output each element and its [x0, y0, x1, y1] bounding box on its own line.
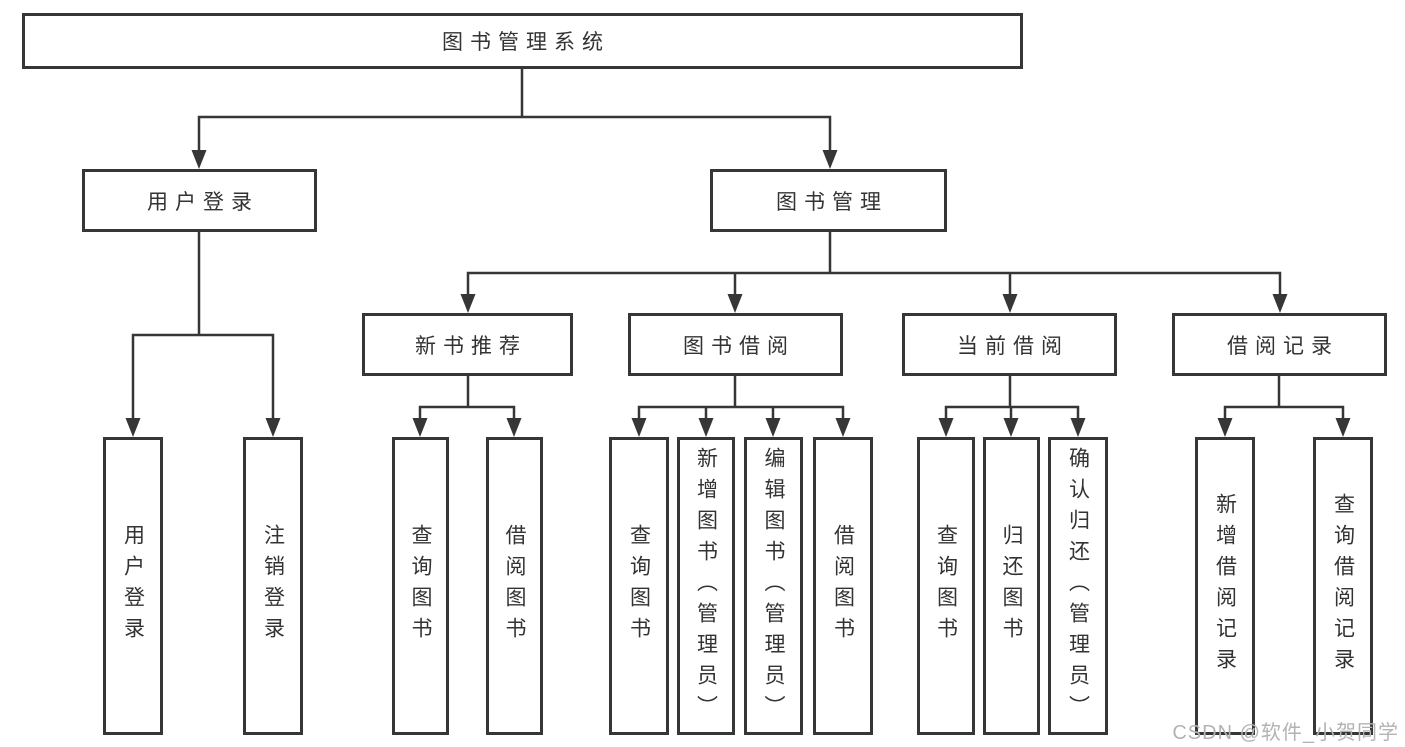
arrowhead-icon: [765, 418, 781, 437]
arrowhead-icon: [191, 150, 207, 169]
arrowhead-icon: [1003, 418, 1019, 437]
node-leaf-query-borrow-record: 查询借阅记录: [1313, 437, 1373, 735]
arrowhead-icon: [125, 418, 141, 437]
node-label: 注销登录: [261, 524, 285, 648]
node-book-management: 图书管理: [710, 169, 947, 232]
node-leaf-return-books: 归还图书: [983, 437, 1040, 735]
arrowhead-icon: [938, 418, 954, 437]
arrowhead-icon: [1272, 294, 1288, 313]
connector-current-borrow: [944, 374, 1080, 422]
node-leaf-query-books-3: 查询图书: [917, 437, 975, 735]
node-label: 查询图书: [627, 524, 651, 648]
connector-new-book-recommend: [418, 374, 516, 422]
node-root-system: 图书管理系统: [22, 13, 1023, 69]
node-label: 图书管理系统: [442, 31, 610, 54]
node-leaf-borrow-books-1: 借阅图书: [486, 437, 543, 735]
node-label: 查询图书: [409, 524, 432, 648]
node-leaf-query-books-1: 查询图书: [392, 437, 449, 735]
csdn-watermark: CSDN @软件_小贺同学: [1172, 722, 1399, 744]
node-label: 当前借阅: [957, 334, 1069, 358]
node-leaf-add-books-admin: 新增图书（管理员）: [677, 437, 735, 735]
node-book-borrow: 图书借阅: [628, 313, 843, 376]
node-label: 图书借阅: [683, 334, 795, 358]
node-label: 新书推荐: [415, 334, 527, 358]
node-label: 归还图书: [1000, 524, 1023, 648]
node-leaf-logout: 注销登录: [243, 437, 303, 735]
node-label: 查询借阅记录: [1331, 493, 1355, 679]
node-leaf-confirm-return-admin: 确认归还（管理员）: [1048, 437, 1108, 735]
node-label: 借阅图书: [503, 524, 526, 648]
arrowhead-icon: [1335, 418, 1351, 437]
arrowhead-icon: [835, 418, 851, 437]
node-leaf-borrow-books-2: 借阅图书: [813, 437, 873, 735]
connector-borrow-records: [1223, 374, 1345, 422]
node-leaf-query-books-2: 查询图书: [609, 437, 669, 735]
arrowhead-icon: [460, 294, 476, 313]
node-label: 图书管理: [776, 190, 888, 214]
arrowhead-icon: [506, 418, 522, 437]
node-label: 借阅图书: [831, 524, 855, 648]
arrowhead-icon: [631, 418, 647, 437]
node-label: 用户登录: [121, 524, 145, 648]
node-label: 查询图书: [934, 524, 958, 648]
node-leaf-add-borrow-record: 新增借阅记录: [1195, 437, 1255, 735]
node-label: 编辑图书（管理员）: [762, 446, 785, 726]
connector-book-borrow: [637, 374, 845, 422]
node-label: 确认归还（管理员）: [1066, 446, 1090, 726]
arrowhead-icon: [265, 418, 281, 437]
connector-root: [197, 67, 832, 154]
arrowhead-icon: [698, 418, 714, 437]
node-label: 借阅记录: [1227, 334, 1339, 358]
node-leaf-user-login: 用户登录: [103, 437, 163, 735]
node-new-book-recommend: 新书推荐: [362, 313, 573, 376]
node-borrow-records: 借阅记录: [1172, 313, 1387, 376]
node-leaf-edit-books-admin: 编辑图书（管理员）: [744, 437, 803, 735]
arrowhead-icon: [412, 418, 428, 437]
arrowhead-icon: [1217, 418, 1233, 437]
arrowhead-icon: [1002, 294, 1018, 313]
connector-book-management: [466, 230, 1282, 298]
arrowhead-icon: [822, 150, 838, 169]
arrowhead-icon: [1070, 418, 1086, 437]
node-current-borrow: 当前借阅: [902, 313, 1117, 376]
arrowhead-icon: [727, 294, 743, 313]
node-label: 用户登录: [147, 190, 259, 214]
connector-user-login: [131, 230, 275, 422]
node-user-login: 用户登录: [82, 169, 317, 232]
node-label: 新增借阅记录: [1213, 493, 1237, 679]
node-label: 新增图书（管理员）: [694, 446, 718, 726]
